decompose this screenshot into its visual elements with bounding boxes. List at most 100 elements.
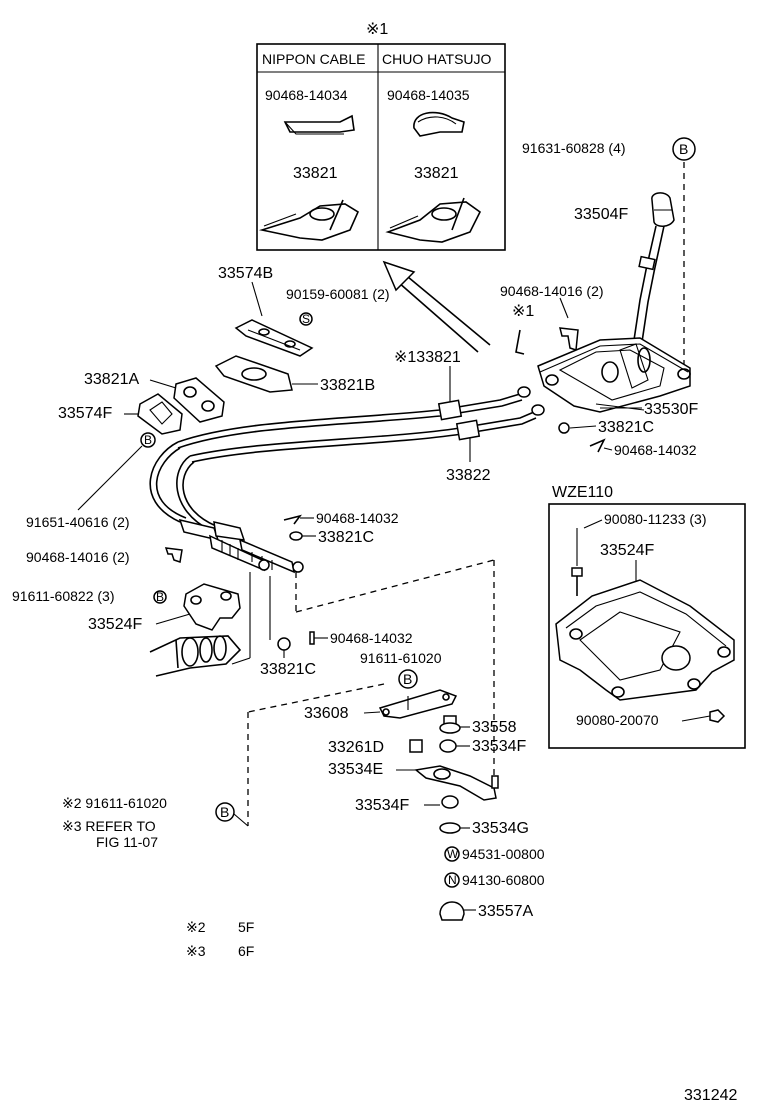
screw-s-badge [299,312,313,326]
bushing-33534F-low [441,795,459,809]
part-33261D: 33261D [328,739,384,756]
washer-w-badge [444,846,460,862]
legend-2-label: ※2 [186,919,206,935]
part-33524F-left: 33524F [88,616,142,633]
badge-n-label: N [448,873,457,887]
part-33574B: 33574B [218,265,273,282]
wze-nut [709,709,726,723]
part-94531-00800: 94531-00800 [462,846,545,862]
clip-drawing-right [413,111,465,137]
part-94130-60800: 94130-60800 [462,872,545,888]
bolt-b-badge-left [140,432,156,448]
clip-90468-14016 [559,327,579,352]
bushing-33534G [439,822,461,834]
clip-drawing-left [283,114,355,135]
wze-part-90080-20070: 90080-20070 [576,712,659,728]
inset-part-3: 33821 [293,165,338,182]
cable-end-drawing-left [258,199,360,241]
grommet-33574F [137,393,183,435]
badge-b-label: B [679,141,688,157]
part-33530F: 33530F [644,401,698,418]
part-drawing-33558 [439,715,461,734]
transmission-shaft [149,635,242,677]
part-33821C-low: 33821C [260,661,316,678]
part-33504F: 33504F [574,206,628,223]
inset-box [256,43,506,251]
badge-b-label-3: B [156,590,164,604]
mark-1: ※1 [512,303,534,320]
retainer-33821B [214,355,318,393]
bolt-b-badge-top [672,137,696,161]
part-90468-14032-top: 90468-14032 [614,442,697,458]
wze-part-33524F: 33524F [600,542,654,559]
wze-bolt [571,567,583,596]
bolt-b-badge-60822 [153,590,167,604]
part-91611-61020: 91611-61020 [360,650,442,666]
legend-3-value: 6F [238,943,254,959]
note-3-line1: ※3 REFER TO [62,818,156,834]
part-33534F-low: 33534F [355,797,409,814]
note-3-line2: FIG 11-07 [96,834,158,850]
cable-33822 [176,404,545,531]
bolt-b-badge-note [215,802,235,822]
legend-3-label: ※3 [186,943,206,959]
part-33534E: 33534E [328,761,383,778]
part-drawing-33261D [409,739,423,753]
badge-b-label-2: B [144,433,152,447]
part-133821: ※133821 [394,349,461,366]
bushing-33534F-top [439,739,457,753]
part-91611-60822: 91611-60822 (3) [12,588,114,604]
note-2: ※2 91611-61020 [62,795,167,811]
washer-33821C-low [277,637,291,651]
part-91631-60828: 91631-60828 (4) [522,140,626,156]
part-33822: 33822 [446,467,491,484]
inset-col-nippon: NIPPON CABLE [262,51,365,67]
part-33534F-top: 33534F [472,738,526,755]
bolt-b-badge-61020 [398,669,418,689]
part-33821C-mid: 33821C [318,529,374,546]
shift-lever [633,225,665,343]
clip-90468-14032-mid [283,514,302,525]
legend-2-value: 5F [238,919,254,935]
inset-col-chuo: CHUO HATSUJO [382,51,492,67]
inset-arrow [382,260,491,353]
badge-b-label-4: B [403,671,412,687]
shift-knob [651,192,675,227]
part-90468-14016-top: 90468-14016 (2) [500,283,604,299]
washer-33821C-top [558,422,570,434]
washer-33821C-mid [289,531,303,541]
clip-90468-14032-top [589,438,606,453]
part-90468-14016-left: 90468-14016 (2) [26,549,130,565]
inset-part-1: 90468-14034 [265,87,348,103]
part-33558: 33558 [472,719,517,736]
shift-bracket-33530F [537,337,691,413]
bushing-33557A [439,901,465,921]
badge-b-label-5: B [220,804,229,820]
clip-mark-1 [515,329,525,355]
wze-bracket-drawing [555,579,735,701]
part-33534G: 33534G [472,820,529,837]
clip-90468-14016-left [164,547,183,563]
part-33821C-top: 33821C [598,419,654,436]
wze-part-90080-11233: 90080-11233 (3) [604,511,706,527]
cable-end-drawing-right [385,197,482,243]
cable-ends-lower [178,518,304,574]
bracket-33524F-left [183,583,241,631]
part-33608: 33608 [304,705,349,722]
badge-s-label: S [302,312,310,326]
cable-33821 [149,386,531,523]
wze-box [548,503,746,749]
lever-33608 [378,689,458,719]
inset-part-4: 33821 [414,165,459,182]
retainer-33574B [234,319,314,357]
part-91651-40616: 91651-40616 (2) [26,514,130,530]
inset-mark: ※1 [366,21,388,38]
part-90159-60081: 90159-60081 (2) [286,286,390,302]
badge-w-label: W [447,847,459,861]
part-90468-14032-mid: 90468-14032 [316,510,399,526]
part-33557A: 33557A [478,903,533,920]
inset-part-2: 90468-14035 [387,87,470,103]
part-33821B: 33821B [320,377,375,394]
part-33574F: 33574F [58,405,112,422]
